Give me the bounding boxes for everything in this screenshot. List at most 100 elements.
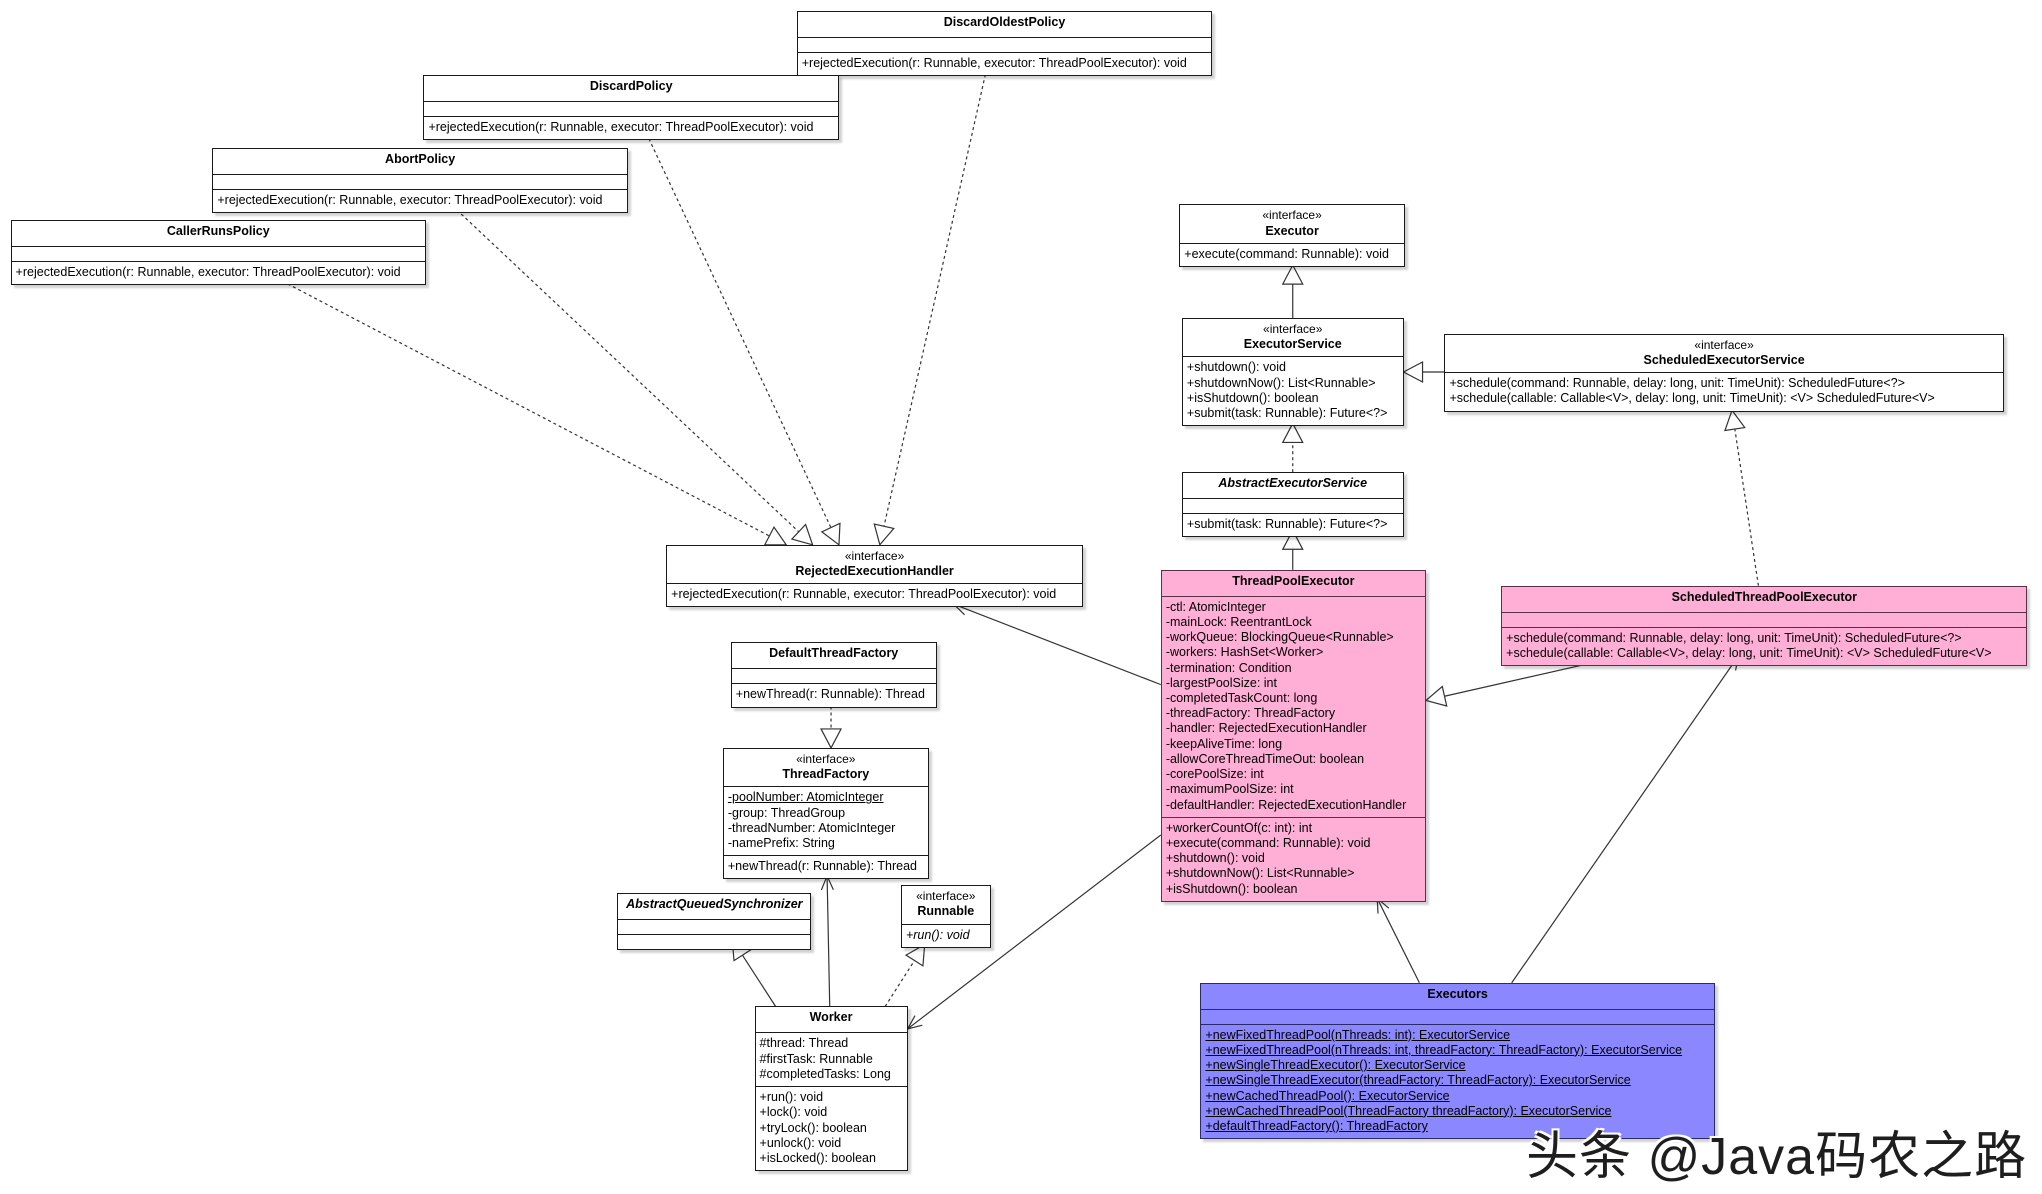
method: +defaultThreadFactory(): ThreadFactory: [1205, 1118, 1428, 1133]
method: +unlock(): void: [759, 1135, 842, 1150]
attribute: #completedTasks: Long: [759, 1066, 891, 1081]
method: +workerCountOf(c: int): int: [1165, 820, 1313, 835]
method: +shutdownNow(): List<Runnable>: [1165, 866, 1355, 881]
class-header: «interface»Runnable: [902, 886, 990, 923]
method: +schedule(command: Runnable, delay: long…: [1506, 630, 1962, 645]
attributes-compartment: [11, 246, 426, 261]
method: +submit(task: Runnable): Future<?>: [1186, 517, 1388, 532]
edge-realization-scheduled-thread-pool-executor-to-scheduled-executor-service: [1734, 428, 1759, 586]
methods-compartment: +workerCountOf(c: int): int+execute(comm…: [1161, 816, 1425, 901]
attributes-compartment: [797, 36, 1212, 52]
edge-realization-abort-policy-to-rejected-execution-handler: [452, 205, 800, 533]
class-header: «interface»ThreadFactory: [724, 749, 928, 786]
class-name: AbortPolicy: [385, 151, 456, 166]
class-name: AbstractQueuedSynchronizer: [626, 897, 803, 912]
class-name: ScheduledThreadPoolExecutor: [1671, 589, 1858, 604]
hollow-arrowhead: [1724, 408, 1746, 432]
class-scheduled-executor-service: «interface»ScheduledExecutorService+sche…: [1444, 333, 2004, 412]
methods-compartment: +run(): void: [901, 923, 990, 947]
attribute: -keepAliveTime: long: [1165, 736, 1283, 751]
method: +shutdown(): void: [1165, 851, 1265, 866]
attribute: -threadFactory: ThreadFactory: [1165, 706, 1336, 721]
class-caller-runs-policy: CallerRunsPolicy +rejectedExecution(r: Ru…: [10, 220, 427, 286]
hollow-arrowhead: [820, 522, 841, 546]
class-thread-pool-executor: ThreadPoolExecutor-ctl: AtomicInteger-ma…: [1160, 569, 1426, 902]
attribute: -largestPoolSize: int: [1165, 675, 1277, 690]
edge-realization-discard-oldest-policy-to-rejected-execution-handler: [883, 68, 988, 527]
class-header: AbstractExecutorService: [1183, 473, 1403, 498]
class-header: «interface»ScheduledExecutorService: [1445, 335, 2002, 372]
class-name: AbstractExecutorService: [1218, 476, 1368, 491]
class-name: ThreadFactory: [782, 767, 870, 782]
method: +schedule(callable: Callable<V>, delay: …: [1506, 645, 1992, 660]
attributes-compartment: -ctl: AtomicInteger-mainLock: ReentrantL…: [1161, 595, 1425, 817]
class-abstract-queued-synchronizer: AbstractQueuedSynchronizer: [617, 893, 812, 951]
class-header: Worker: [756, 1007, 907, 1032]
stereotype-label: «interface»: [844, 548, 905, 563]
edge-association-executors-to-scheduled-thread-pool-executor: [1511, 655, 1740, 984]
class-header: DefaultThreadFactory: [732, 643, 936, 668]
methods-compartment: +submit(task: Runnable): Future<?>: [1182, 513, 1403, 536]
attributes-compartment: [424, 101, 838, 116]
class-discard-oldest-policy: DiscardOldestPolicy+rejectedExecution(r:…: [796, 10, 1213, 76]
attributes-compartment: [618, 919, 811, 934]
attributes-compartment: #thread: Thread#firstTask: Runnable#comp…: [755, 1032, 907, 1086]
class-header: DiscardOldestPolicy: [798, 12, 1212, 37]
methods-compartment: +rejectedExecution(r: Runnable, executor…: [11, 261, 426, 284]
attribute: -mainLock: ReentrantLock: [1165, 615, 1312, 630]
attributes-compartment: [731, 668, 936, 683]
edge-realization-caller-runs-policy-to-rejected-execution-handler: [276, 277, 770, 537]
class-header: «interface»RejectedExecutionHandler: [667, 546, 1082, 583]
class-scheduled-thread-pool-executor: ScheduledThreadPoolExecutor +schedule(com…: [1501, 585, 2028, 667]
method: +submit(task: Runnable): Future<?>: [1186, 405, 1388, 420]
watermark: 头条 @Java码农之路: [1526, 1128, 2028, 1186]
class-name: Executors: [1427, 986, 1488, 1001]
attribute: -namePrefix: String: [727, 835, 835, 850]
class-thread-factory: «interface»ThreadFactory-poolNumber: Ato…: [722, 747, 929, 880]
method: +tryLock(): boolean: [759, 1120, 867, 1135]
method: +run(): void: [905, 927, 970, 942]
class-header: ThreadPoolExecutor: [1162, 571, 1425, 596]
edge-association-worker-to-thread-factory: [826, 875, 831, 1007]
edge-association-thread-pool-executor-to-rejected-execution-handler: [953, 603, 1162, 686]
class-name: Runnable: [917, 904, 975, 919]
attribute: -defaultHandler: RejectedExecutionHandle…: [1165, 797, 1407, 812]
attribute: #firstTask: Runnable: [759, 1051, 873, 1066]
class-discard-policy: DiscardPolicy+rejectedExecution(r: Runna…: [423, 75, 839, 141]
class-rejected-execution-handler: «interface»RejectedExecutionHandler+reje…: [666, 544, 1083, 608]
class-header: «interface»ExecutorService: [1183, 319, 1403, 356]
methods-compartment: +run(): void+lock(): void+tryLock(): boo…: [755, 1086, 907, 1170]
method: +isShutdown(): boolean: [1165, 881, 1298, 896]
method: +newThread(r: Runnable): Thread: [735, 687, 925, 702]
class-abort-policy: AbortPolicy +rejectedExecution(r: Runnabl…: [212, 147, 628, 213]
class-header: AbortPolicy: [213, 149, 627, 174]
hollow-arrowhead: [1281, 422, 1304, 444]
class-header: «interface»Executor: [1180, 205, 1404, 242]
method: +shutdown(): void: [1186, 360, 1286, 375]
methods-compartment: +rejectedExecution(r: Runnable, executor…: [213, 188, 627, 212]
methods-compartment: +schedule(command: Runnable, delay: long…: [1445, 372, 2003, 410]
attributes-compartment: [1182, 498, 1403, 513]
hollow-arrowhead: [1402, 360, 1424, 383]
hollow-arrowhead: [873, 523, 895, 547]
attributes-compartment: [1502, 611, 2027, 627]
attribute: -threadNumber: AtomicInteger: [727, 820, 896, 835]
attribute: -allowCoreThreadTimeOut: boolean: [1165, 751, 1365, 766]
attribute: -group: ThreadGroup: [727, 805, 846, 820]
method: +lock(): void: [759, 1105, 828, 1120]
class-name: DefaultThreadFactory: [769, 646, 899, 661]
method: +execute(command: Runnable): void: [1184, 246, 1389, 261]
stereotype-label: «interface»: [796, 751, 856, 766]
attribute: -termination: Condition: [1165, 660, 1292, 675]
attribute: -ctl: AtomicInteger: [1165, 599, 1266, 614]
hollow-arrowhead: [763, 525, 788, 546]
attribute: -poolNumber: AtomicInteger: [727, 790, 884, 805]
class-name: CallerRunsPolicy: [166, 224, 270, 239]
class-name: RejectedExecutionHandler: [795, 564, 954, 578]
stereotype-label: «interface»: [916, 889, 976, 904]
attributes-compartment: -poolNumber: AtomicInteger-group: Thread…: [723, 786, 928, 855]
class-executor-service: «interface»ExecutorService +shutdown(): v…: [1181, 317, 1404, 427]
method: +shutdownNow(): List<Runnable>: [1186, 375, 1376, 390]
attributes-compartment: [1201, 1008, 1714, 1024]
